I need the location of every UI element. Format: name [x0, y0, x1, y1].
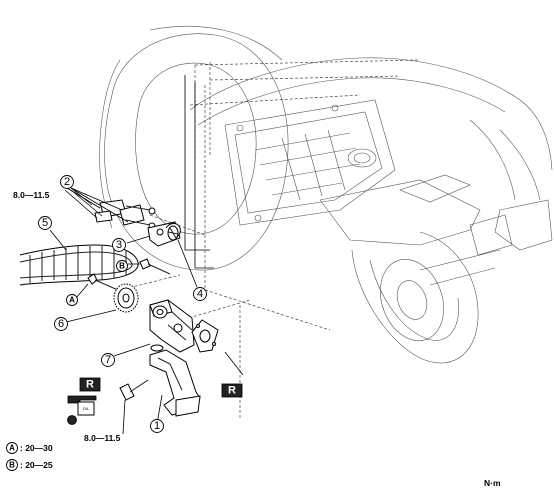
callout-4: 4	[193, 287, 207, 301]
tensioner-assembly-part	[147, 221, 181, 247]
torque-value-top: 8.0—11.5	[13, 190, 50, 200]
svg-text:5: 5	[42, 217, 48, 229]
oil-pump-body-part	[149, 299, 195, 353]
callout-letter-a: A	[66, 294, 78, 306]
svg-text:7: 7	[105, 354, 111, 366]
svg-text:2: 2	[64, 176, 70, 188]
legend-b-value: : 20—25	[20, 460, 53, 470]
bolt-b-part	[139, 258, 171, 275]
svg-text:6: 6	[58, 318, 64, 330]
svg-text:1: 1	[154, 420, 160, 432]
callout-7: 7	[101, 353, 115, 367]
svg-text:A: A	[69, 296, 75, 305]
replace-mark-right: R	[221, 383, 243, 398]
svg-text:4: 4	[197, 288, 203, 300]
svg-text:3: 3	[116, 239, 122, 251]
tensioner-bolts-part	[94, 199, 156, 230]
callout-letter-b: B	[116, 260, 128, 272]
svg-text:A: A	[9, 444, 15, 453]
oil-pump-chain-part	[19, 244, 139, 286]
svg-text:B: B	[119, 262, 125, 271]
legend-b: B : 20—25	[6, 459, 53, 471]
legend-a-value: : 20—30	[20, 443, 53, 453]
bolt-a-part	[87, 273, 119, 291]
oil-strainer-part	[119, 349, 201, 417]
svg-text:B: B	[9, 461, 15, 470]
callout-5: 5	[38, 216, 52, 230]
torque-value-bottom: 8.0—11.5	[84, 433, 121, 443]
svg-text:OIL: OIL	[83, 406, 90, 411]
callout-leaders	[49, 187, 244, 435]
replace-mark-left: R	[79, 377, 101, 392]
torque-unit-label: N·m	[484, 478, 501, 488]
o-ring-part	[150, 344, 164, 352]
callout-3: 3	[112, 238, 126, 252]
callout-6: 6	[54, 317, 68, 331]
svg-text:R: R	[86, 379, 94, 391]
callout-1: 1	[150, 419, 164, 433]
legend-a: A : 20—30	[6, 442, 53, 454]
gasket-part	[191, 319, 219, 353]
callout-2: 2	[60, 175, 74, 189]
svg-text:R: R	[228, 385, 236, 397]
oil-pump-sprocket-part	[113, 283, 139, 313]
oil-can-icon: OIL	[67, 395, 97, 425]
